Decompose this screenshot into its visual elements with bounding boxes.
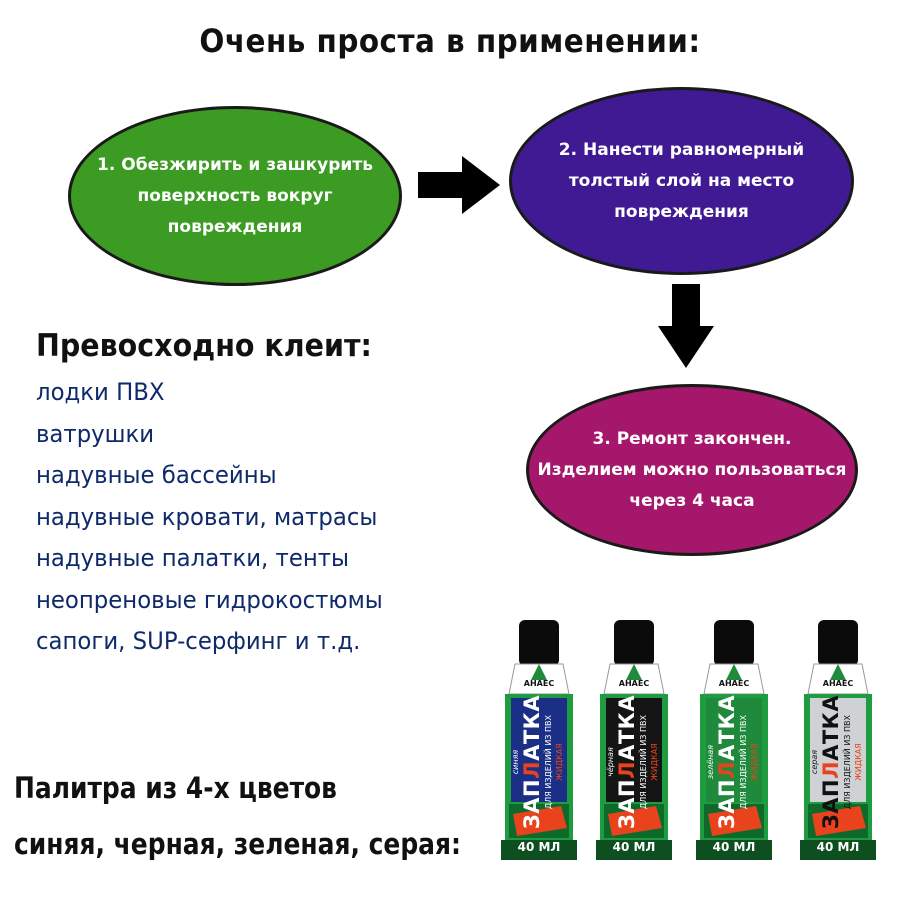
use-item: надувные кровати, матрасы <box>36 502 378 531</box>
tube-graphic <box>596 620 672 860</box>
palette-line-1: Палитра из 4-х цветов <box>14 771 337 805</box>
use-item: надувные бассейны <box>36 461 277 489</box>
tube-subtitle: ДЛЯ ИЗДЕЛИЙ ИЗ ПВХ <box>739 715 748 809</box>
step-1-line-3: повреждения <box>167 216 303 237</box>
tube-title: синяя ЗАПЛАТКА ДЛЯ ИЗДЕЛИЙ ИЗ ПВХ ЖИДКАЯ <box>511 687 567 837</box>
tube-word: АТКА <box>819 694 843 761</box>
tube-volume: 40 МЛ <box>816 840 860 854</box>
tube-subtitle: ДЛЯ ИЗДЕЛИЙ ИЗ ПВХ <box>544 715 553 809</box>
tube-word: АТКА <box>615 694 639 761</box>
tube-word1: ЖИДКАЯ <box>750 743 759 781</box>
use-item: надувные палатки, тенты <box>36 544 350 572</box>
use-item: лодки ПВХ <box>36 378 165 406</box>
tube-brand: АНАЕС <box>523 679 555 688</box>
tube-brand: АНАЕС <box>718 679 750 688</box>
tube-title: серая ЗАПЛАТКА ДЛЯ ИЗДЕЛИЙ ИЗ ПВХ ЖИДКАЯ <box>810 687 866 837</box>
step-3-line-3: через 4 часа <box>629 490 755 511</box>
step-1-ellipse: 1. Обезжирить и зашкурить поверхность во… <box>68 106 402 286</box>
tube-panel <box>606 698 662 802</box>
tube-word-accent: Л <box>615 760 639 779</box>
tube-panel <box>810 698 866 802</box>
uses-list: лодки ПВХ ватрушки надувные бассейны над… <box>36 372 401 663</box>
palette-caption: Палитра из 4-х цветов синяя, черная, зел… <box>14 760 461 872</box>
use-item: ватрушки <box>36 419 155 448</box>
step-1-line-1: 1. Обезжирить и зашкурить <box>97 154 373 175</box>
tube-word-accent: Л <box>819 760 843 779</box>
tube-word: АТКА <box>715 694 739 761</box>
step-2-line-2: толстый слой на место <box>568 170 795 191</box>
tube-graphic <box>696 620 772 860</box>
tube-brand: АНАЕС <box>822 679 854 688</box>
tube-green: АНАЕС зелёная ЗАПЛАТКА ДЛЯ ИЗДЕЛИЙ ИЗ ПВ… <box>692 614 776 864</box>
tube-volume: 40 МЛ <box>517 840 561 854</box>
step-2-ellipse: 2. Нанести равномерный толстый слой на м… <box>509 87 854 275</box>
use-item: сапоги, SUP-серфинг и т.д. <box>36 627 361 655</box>
tube-word1: ЖИДКАЯ <box>555 743 564 781</box>
tube-word: ЗАП <box>715 778 739 830</box>
tube-graphic <box>501 620 577 860</box>
page-title: Очень проста в применении: <box>199 22 701 60</box>
step-3-ellipse: 3. Ремонт закончен. Изделием можно польз… <box>526 384 858 556</box>
tube-subtitle: ДЛЯ ИЗДЕЛИЙ ИЗ ПВХ <box>639 715 648 809</box>
tube-volume: 40 МЛ <box>612 840 656 854</box>
uses-heading: Превосходно клеит: <box>36 328 372 364</box>
tube-word: ЗАП <box>520 778 544 830</box>
tube-title: чёрная ЗАПЛАТКА ДЛЯ ИЗДЕЛИЙ ИЗ ПВХ ЖИДКА… <box>606 687 662 837</box>
tube-word: АТКА <box>520 694 544 761</box>
step-3-line-1: 3. Ремонт закончен. <box>592 428 792 449</box>
tube-brand: АНАЕС <box>618 679 650 688</box>
tube-subtitle: ДЛЯ ИЗДЕЛИЙ ИЗ ПВХ <box>843 715 852 809</box>
tube-black: АНАЕС чёрная ЗАПЛАТКА ДЛЯ ИЗДЕЛИЙ ИЗ ПВХ… <box>592 614 676 864</box>
tube-word: ЗАП <box>615 778 639 830</box>
tube-gray: АНАЕС серая ЗАПЛАТКА ДЛЯ ИЗДЕЛИЙ ИЗ ПВХ … <box>796 614 880 864</box>
tube-word1: ЖИДКАЯ <box>854 743 863 781</box>
tube-title: зелёная ЗАПЛАТКА ДЛЯ ИЗДЕЛИЙ ИЗ ПВХ ЖИДК… <box>706 687 762 837</box>
step-3-line-2: Изделием можно пользоваться <box>537 459 847 480</box>
step-2-line-1: 2. Нанести равномерный <box>558 139 805 160</box>
palette-line-2: синяя, черная, зеленая, серая: <box>14 827 461 861</box>
tube-panel <box>511 698 567 802</box>
use-item: неопреновые гидрокостюмы <box>36 585 383 614</box>
arrow-down-icon <box>658 284 714 368</box>
tube-graphic <box>800 620 876 860</box>
step-1-line-2: поверхность вокруг <box>137 185 333 206</box>
tube-panel <box>706 698 762 802</box>
tube-word1: ЖИДКАЯ <box>650 743 659 781</box>
tube-blue: АНАЕС синяя ЗАПЛАТКА ДЛЯ ИЗДЕЛИЙ ИЗ ПВХ … <box>497 614 581 864</box>
arrow-right-icon <box>418 156 500 214</box>
tube-volume: 40 МЛ <box>712 840 756 854</box>
step-2-line-3: повреждения <box>614 201 749 222</box>
tube-word-accent: Л <box>715 760 739 779</box>
tube-word: ЗАП <box>819 778 843 830</box>
tube-word-accent: Л <box>520 760 544 779</box>
